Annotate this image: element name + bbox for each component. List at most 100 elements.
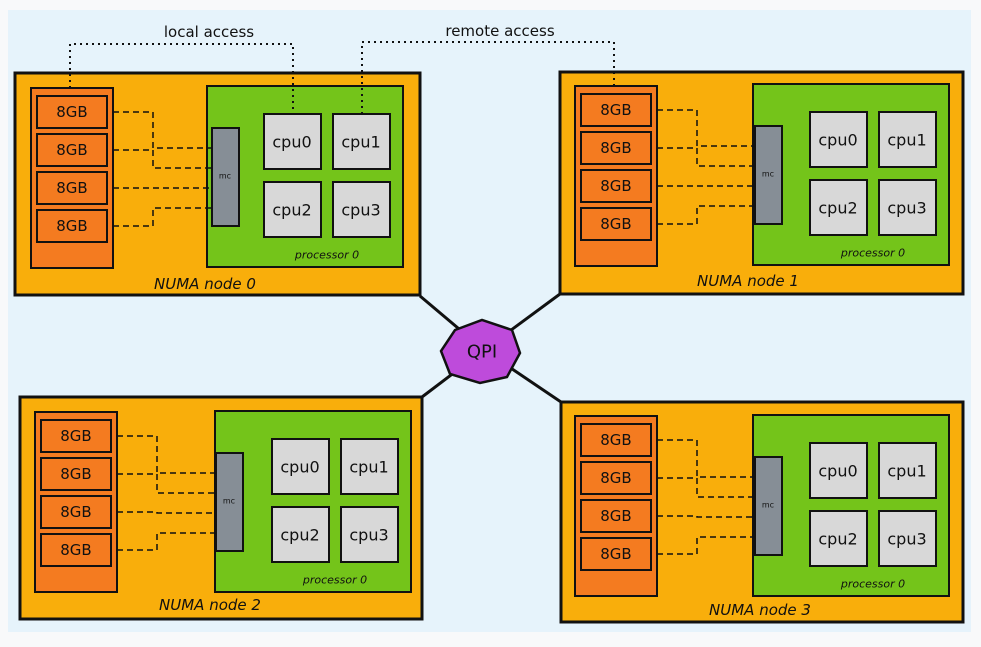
remote-access-label: remote access — [445, 22, 554, 40]
cpu-label: cpu3 — [349, 526, 388, 545]
dimm-label: 8GB — [56, 103, 87, 121]
cpu-label: cpu3 — [341, 201, 380, 220]
dimm-connector — [113, 149, 212, 169]
numa-node-label: NUMA node 1 — [697, 272, 799, 290]
dimm-label: 8GB — [600, 101, 631, 119]
dimm-label: 8GB — [600, 431, 631, 449]
dimm-module — [580, 131, 652, 165]
dimm-connector — [657, 515, 755, 518]
cpu-label: cpu1 — [349, 458, 388, 477]
dimm-connector — [117, 511, 216, 514]
cpu-core — [878, 111, 937, 168]
dimm-connector — [113, 207, 212, 227]
dimm-label: 8GB — [600, 507, 631, 525]
cpu-core — [878, 179, 937, 236]
memory-controller — [215, 452, 244, 552]
dimm-connector — [657, 536, 755, 555]
dimm-label: 8GB — [600, 139, 631, 157]
dimm-module — [40, 457, 112, 491]
dimm-module — [580, 499, 652, 533]
dimm-label: 8GB — [60, 427, 91, 445]
cpu-core — [809, 179, 868, 236]
dimm-connector — [657, 205, 755, 225]
dimm-label: 8GB — [600, 469, 631, 487]
cpu-core — [809, 111, 868, 168]
local-access-path — [69, 43, 294, 114]
cpu-label: cpu3 — [887, 530, 926, 549]
dimm-label: 8GB — [60, 465, 91, 483]
dimm-module — [40, 495, 112, 529]
cpu-core — [332, 181, 391, 238]
cpu-core — [878, 442, 937, 499]
dimm-module — [36, 171, 108, 205]
cpu-label: cpu0 — [818, 131, 857, 150]
dimm-connector — [657, 439, 755, 478]
dimm-connector — [657, 147, 755, 167]
cpu-label: cpu1 — [887, 462, 926, 481]
dimm-label: 8GB — [56, 179, 87, 197]
dimm-connector — [117, 473, 216, 494]
cpu-core — [340, 506, 399, 563]
dimm-connector — [657, 109, 755, 147]
memory-controller — [754, 456, 783, 556]
memory-controller-label: mc — [223, 497, 235, 506]
dimm-module — [40, 419, 112, 453]
cpu-core — [263, 113, 322, 170]
cpu-core — [271, 506, 330, 563]
memory-controller-label: mc — [762, 170, 774, 179]
cpu-core — [332, 113, 391, 170]
cpu-label: cpu2 — [280, 526, 319, 545]
numa-nodes: mc 8GB 8GB 8GB 8GB cpu0 cpu1 cpu2 cpu3 processor … — [13, 70, 965, 624]
qpi-hub — [439, 318, 522, 385]
memory-controller — [211, 127, 240, 227]
dimm-label: 8GB — [600, 177, 631, 195]
cpu-label: cpu0 — [280, 458, 319, 477]
dimm-connector — [117, 532, 216, 551]
dimm-module — [36, 209, 108, 243]
dimm-label: 8GB — [600, 545, 631, 563]
qpi-label: QPI — [467, 342, 497, 363]
memory-controller-label: mc — [762, 501, 774, 510]
qpi-interconnect: QPI — [439, 318, 522, 385]
cpu-label: cpu2 — [272, 201, 311, 220]
cpu-label: cpu0 — [272, 133, 311, 152]
dimm-module — [580, 207, 652, 241]
cpu-label: cpu2 — [818, 530, 857, 549]
numa-node-label: NUMA node 3 — [709, 601, 811, 619]
numa-node-2: mc 8GB 8GB 8GB 8GB cpu0 cpu1 cpu2 cpu3 processor … — [18, 395, 424, 621]
cpu-label: cpu2 — [818, 199, 857, 218]
memory-controller-label: mc — [219, 172, 231, 181]
dimm-label: 8GB — [56, 217, 87, 235]
dimm-label: 8GB — [60, 541, 91, 559]
cpu-core — [263, 181, 322, 238]
dimm-connector — [117, 435, 216, 474]
dimm-module — [36, 95, 108, 129]
dimm-module — [580, 461, 652, 495]
cpu-core — [878, 510, 937, 567]
cpu-core — [809, 510, 868, 567]
cpu-label: cpu0 — [818, 462, 857, 481]
numa-node-label: NUMA node 2 — [159, 596, 261, 614]
dimm-module — [580, 537, 652, 571]
dimm-connector — [657, 477, 755, 498]
cpu-label: cpu3 — [887, 199, 926, 218]
dimm-module — [580, 169, 652, 203]
dimm-module — [40, 533, 112, 567]
numa-node-3: mc 8GB 8GB 8GB 8GB cpu0 cpu1 cpu2 cpu3 processor … — [559, 400, 965, 624]
cpu-core — [271, 438, 330, 495]
cpu-label: cpu1 — [887, 131, 926, 150]
dimm-module — [36, 133, 108, 167]
dimm-module — [580, 93, 652, 127]
processor-label: processor 0 — [840, 578, 905, 591]
numa-node-label: NUMA node 0 — [154, 275, 256, 293]
dimm-module — [580, 423, 652, 457]
dimm-connector — [113, 111, 212, 149]
dimm-label: 8GB — [60, 503, 91, 521]
processor-label: processor 0 — [302, 574, 367, 587]
remote-access-path — [361, 41, 615, 114]
cpu-label: cpu1 — [341, 133, 380, 152]
